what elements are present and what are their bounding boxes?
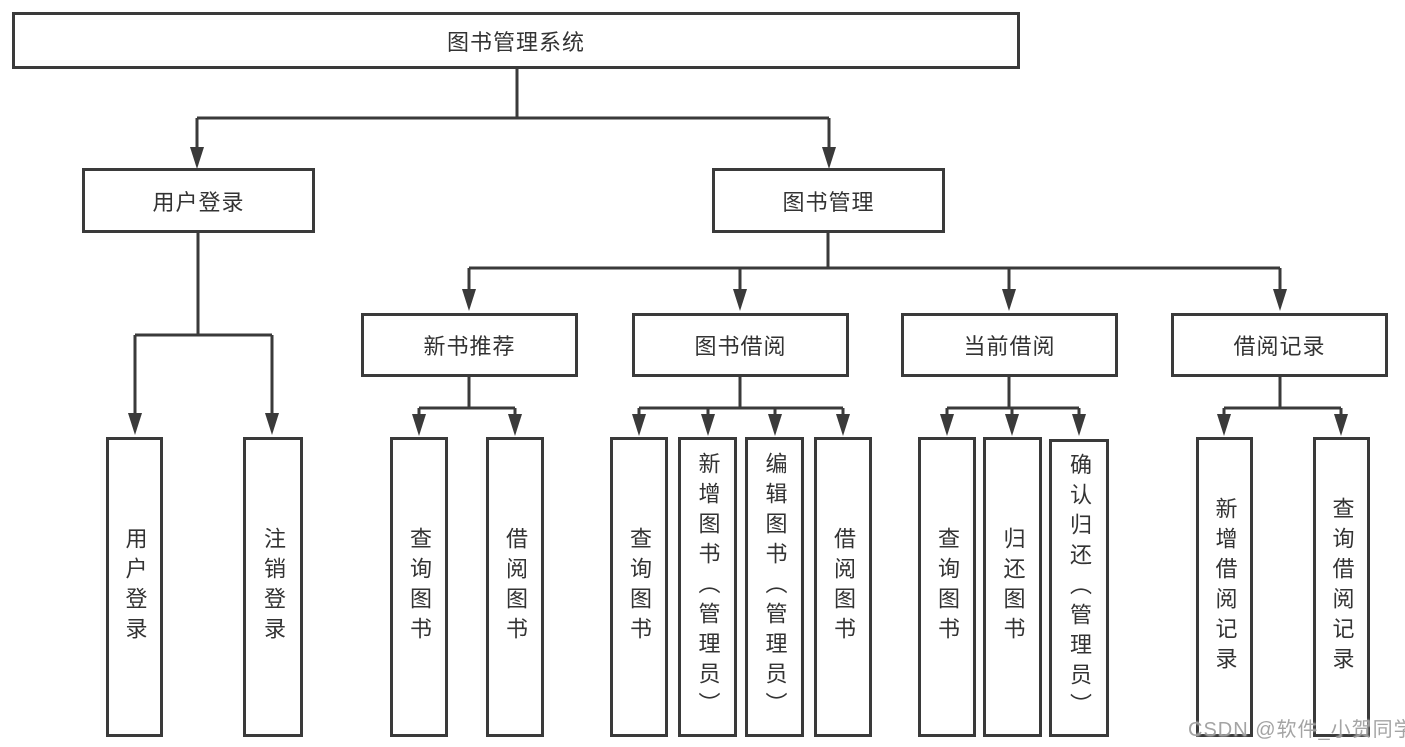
leaf-bb-edit-book-admin: 编辑图书（管理员） xyxy=(745,437,804,737)
node-current-borrowing: 当前借阅 xyxy=(901,313,1118,377)
leaf-user-login: 用户登录 xyxy=(106,437,163,737)
watermark-text: CSDN @软件_小贺同学 xyxy=(1188,719,1405,741)
node-book-borrowing: 图书借阅 xyxy=(632,313,849,377)
leaf-bb-borrow-book: 借阅图书 xyxy=(814,437,872,737)
node-library-system: 图书管理系统 xyxy=(12,12,1020,69)
leaf-cb-query-book: 查询图书 xyxy=(918,437,976,737)
leaf-bb-query-book: 查询图书 xyxy=(610,437,668,737)
leaf-cb-return-book: 归还图书 xyxy=(983,437,1042,737)
node-book-management: 图书管理 xyxy=(712,168,945,233)
leaf-logout: 注销登录 xyxy=(243,437,303,737)
leaf-br-add-record: 新增借阅记录 xyxy=(1196,437,1253,737)
node-borrowing-records: 借阅记录 xyxy=(1171,313,1388,377)
leaf-cb-confirm-return-admin: 确认归还（管理员） xyxy=(1049,439,1109,737)
node-new-book-recommend: 新书推荐 xyxy=(361,313,578,377)
arrowheads xyxy=(128,147,1348,436)
leaf-nbr-borrow-book: 借阅图书 xyxy=(486,437,544,737)
leaf-nbr-query-book: 查询图书 xyxy=(390,437,448,737)
leaf-br-query-record: 查询借阅记录 xyxy=(1313,437,1370,737)
node-user-login: 用户登录 xyxy=(82,168,315,233)
leaf-bb-add-book-admin: 新增图书（管理员） xyxy=(678,437,737,737)
